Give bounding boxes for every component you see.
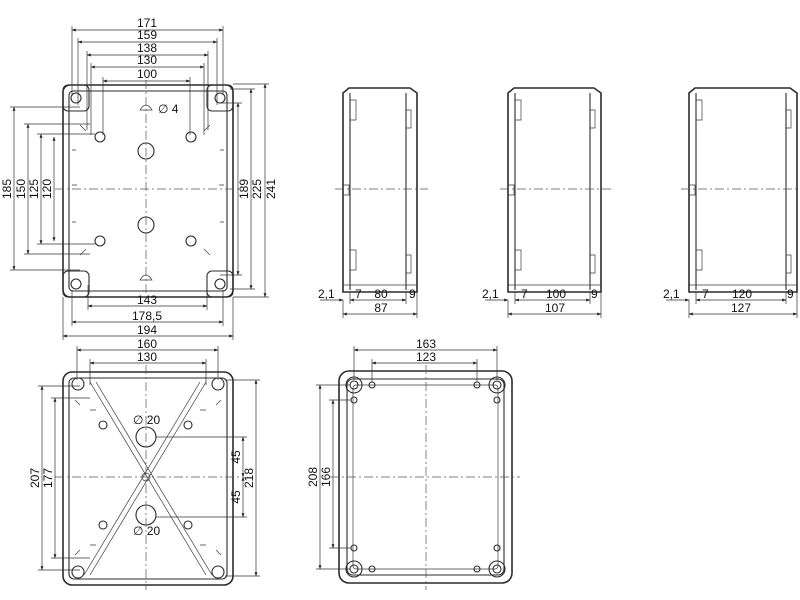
dim-130-base: 130 bbox=[137, 350, 157, 364]
lid-view bbox=[330, 365, 520, 590]
dim-166: 166 bbox=[319, 467, 333, 487]
dim-208: 208 bbox=[306, 467, 320, 487]
side2-inner: 100 bbox=[546, 287, 566, 301]
bottom-width-dimensions: 143 178,5 194 bbox=[62, 285, 234, 340]
dim-171: 171 bbox=[137, 16, 157, 30]
dim-177: 177 bbox=[41, 468, 55, 488]
side3-inner: 120 bbox=[732, 287, 752, 301]
dim-160: 160 bbox=[137, 337, 157, 351]
dim-100: 100 bbox=[137, 67, 157, 81]
side1-inner: 80 bbox=[374, 287, 388, 301]
side3-dim-7: 7 bbox=[702, 287, 709, 301]
dim-241: 241 bbox=[264, 179, 278, 199]
side3-dim-9: 9 bbox=[787, 287, 794, 301]
side1-wall: 2,1 bbox=[318, 287, 335, 301]
dim-45-upper: 45 bbox=[229, 450, 243, 464]
left-height-dimensions: 185 150 125 120 bbox=[0, 106, 95, 271]
dim-163: 163 bbox=[416, 337, 436, 351]
side1-dim-9: 9 bbox=[409, 287, 416, 301]
side3-outer: 127 bbox=[731, 301, 751, 315]
hole-diameter-4: ∅ 4 bbox=[158, 102, 179, 116]
side2-outer: 107 bbox=[545, 301, 565, 315]
dim-207: 207 bbox=[28, 468, 42, 488]
dim-143: 143 bbox=[137, 293, 157, 307]
side2-dim-9: 9 bbox=[591, 287, 598, 301]
side1-dim-7: 7 bbox=[355, 287, 362, 301]
hole-diameter-20-upper: ∅ 20 bbox=[133, 413, 160, 427]
dim-150: 150 bbox=[14, 179, 28, 199]
dim-194: 194 bbox=[137, 323, 157, 337]
dim-123: 123 bbox=[416, 350, 436, 364]
base-view bbox=[55, 365, 240, 590]
dim-178-5: 178,5 bbox=[132, 309, 162, 323]
side2-dim-7: 7 bbox=[521, 287, 528, 301]
dim-185: 185 bbox=[0, 179, 14, 199]
lid-dimensions: 163 123 208 166 bbox=[306, 337, 498, 570]
dim-130: 130 bbox=[137, 53, 157, 67]
dim-225: 225 bbox=[250, 179, 264, 199]
side-view-3: 2,1 7 120 9 127 bbox=[663, 87, 799, 318]
dim-125: 125 bbox=[27, 179, 41, 199]
dim-45-lower: 45 bbox=[229, 490, 243, 504]
base-dimensions: 160 130 207 177 45 45 218 ∅ 20 ∅ 20 bbox=[28, 337, 260, 577]
dim-120: 120 bbox=[40, 179, 54, 199]
side1-outer: 87 bbox=[374, 301, 388, 315]
side2-wall: 2,1 bbox=[482, 287, 499, 301]
side3-wall: 2,1 bbox=[663, 287, 680, 301]
right-height-dimensions: 189 225 241 bbox=[220, 83, 278, 298]
side-view-1: 2,1 7 80 9 87 bbox=[318, 87, 428, 318]
dim-218: 218 bbox=[242, 468, 256, 488]
dim-138: 138 bbox=[137, 41, 157, 55]
front-view-top bbox=[55, 80, 240, 300]
side-view-2: 2,1 7 100 9 107 bbox=[482, 87, 612, 318]
dim-159: 159 bbox=[137, 28, 157, 42]
top-width-dimensions: 171 159 138 130 100 ∅ 4 bbox=[71, 16, 224, 135]
hole-diameter-20-lower: ∅ 20 bbox=[133, 524, 160, 538]
dim-189: 189 bbox=[237, 179, 251, 199]
